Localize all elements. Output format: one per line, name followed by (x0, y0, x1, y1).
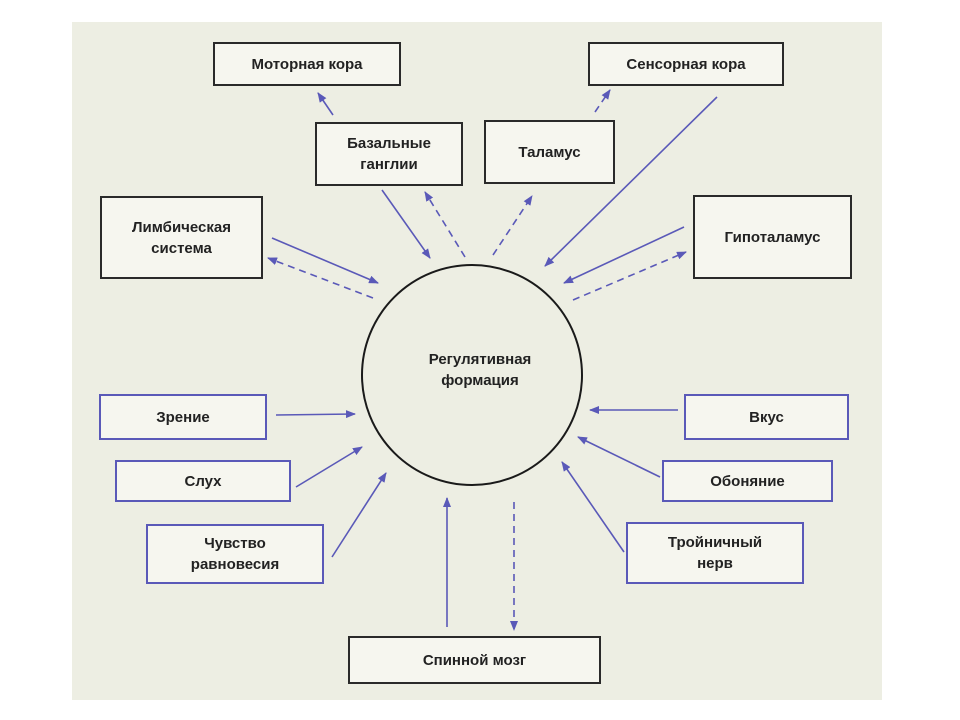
arrow-formation-to-thalamus (492, 195, 533, 256)
reticular-formation-circle (361, 264, 583, 486)
vision-box: Зрение (99, 394, 267, 440)
arrow-basal-ganglia-to-formation (381, 189, 431, 259)
arrow-formation-to-basal-ganglia (424, 191, 466, 258)
hypothalamus-box: Гипоталамус (693, 195, 852, 279)
diagram-background (72, 22, 882, 700)
arrow-balance-to-formation (331, 472, 387, 558)
arrow-formation-to-limbic-system (267, 257, 374, 299)
thalamus-box: Таламус (484, 120, 615, 184)
limbic-system-box: Лимбическая система (100, 196, 263, 279)
arrow-sensory-cortex-to-formation (544, 96, 718, 267)
arrow-thalamus-to-sensory-cortex (594, 89, 611, 113)
basal-ganglia-box: Базальные ганглии (315, 122, 463, 186)
arrow-hearing-to-formation (295, 446, 363, 488)
arrow-smell-to-formation (577, 436, 661, 478)
sensory-cortex-box: Сенсорная кора (588, 42, 784, 86)
arrow-formation-to-hypothalamus (572, 251, 687, 301)
arrow-vision-to-formation (275, 410, 356, 419)
reticular-formation-label: Регулятивная формация (428, 351, 532, 389)
motor-cortex-box: Моторная кора (213, 42, 401, 86)
spinal-cord-box: Спинной мозг (348, 636, 601, 684)
smell-box: Обоняние (662, 460, 833, 502)
hearing-box: Слух (115, 460, 291, 502)
arrow-trigeminal-to-formation (561, 461, 625, 553)
trigeminal-nerve-box: Тройничный нерв (626, 522, 804, 584)
arrow-hypothalamus-to-formation (563, 226, 685, 284)
taste-box: Вкус (684, 394, 849, 440)
arrow-formation-to-motor-cortex (317, 92, 334, 116)
balance-box: Чувство равновесия (146, 524, 324, 584)
arrow-limbic-system-to-formation (271, 237, 379, 284)
